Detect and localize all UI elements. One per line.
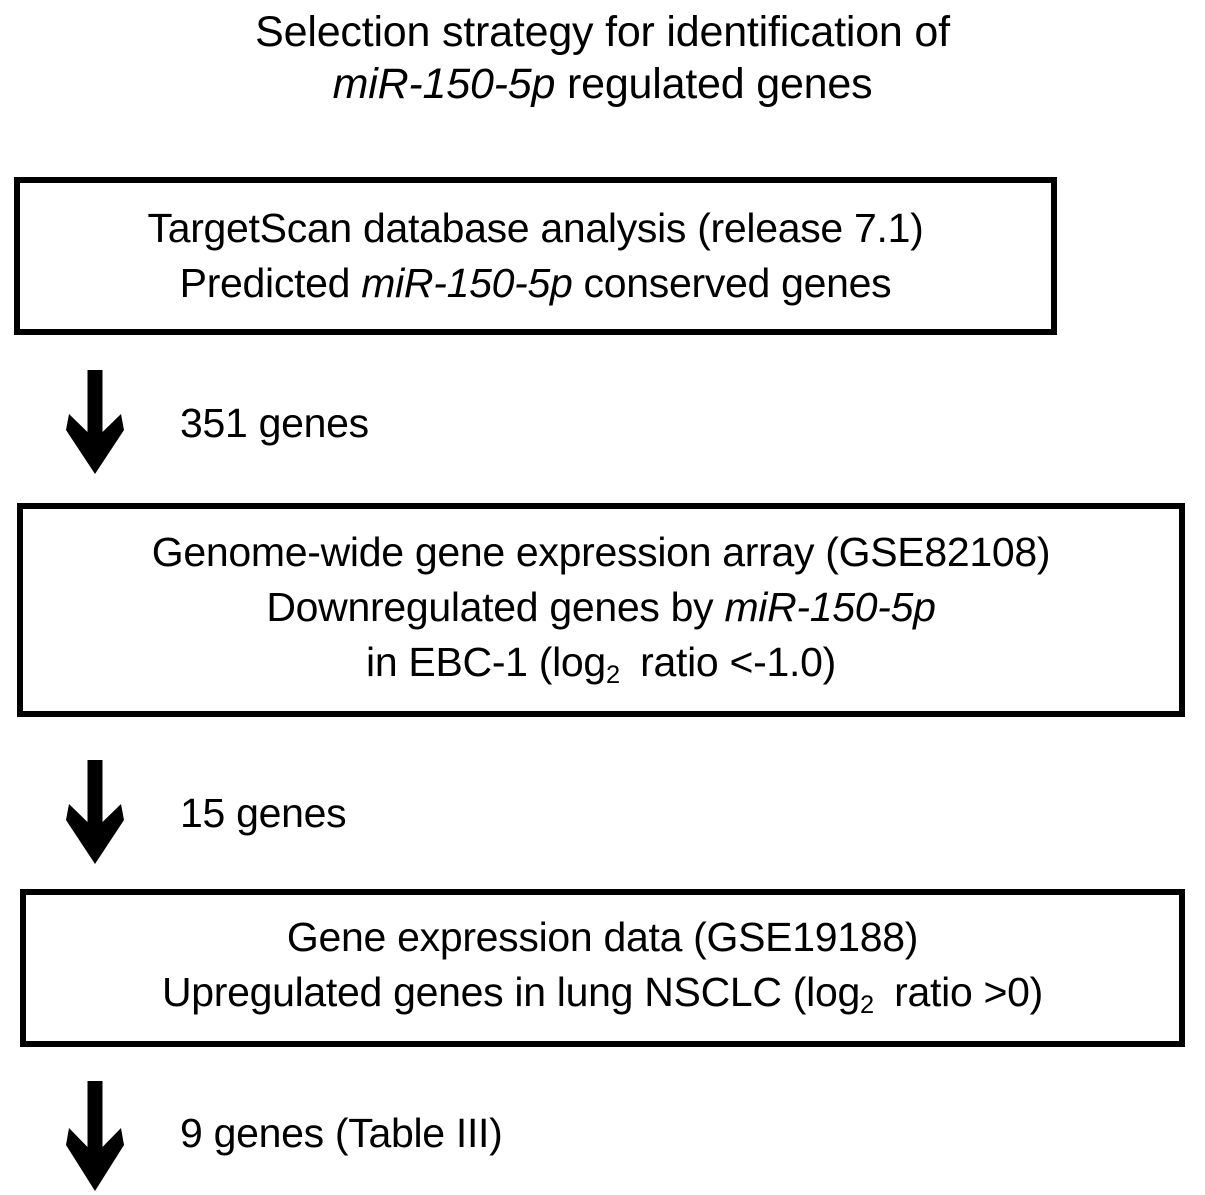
figure-title: Selection strategy for identification of… [0,6,1205,110]
gse-line-2-post: ratio >0) [883,969,1044,1015]
gse-line-2: Upregulated genes in lung NSCLC (log2 ra… [162,965,1043,1026]
array-mirna-name: miR-150-5p [724,583,936,630]
title-line-1: Selection strategy for identification of [255,8,950,56]
gse-log-subscript: 2 [859,991,875,1020]
array-line-3-pre: in EBC-1 (log [366,638,606,685]
gse-line-1: Gene expression data (GSE19188) [286,914,919,960]
array-line-1: Genome-wide gene expression array (GSE82… [151,528,1051,575]
targetscan-line-2-pre: Predicted [179,260,362,306]
arrow-label-15-genes: 15 genes [180,790,347,836]
step-box-gse19188: Gene expression data (GSE19188) Upregula… [20,889,1185,1047]
down-arrow-icon-3 [66,1081,124,1191]
down-arrow-icon-2 [66,760,124,864]
array-line-2-pre: Downregulated genes by [266,583,725,630]
targetscan-line-2: Predicted miR-150-5p conserved genes [180,256,892,311]
gse-line-2-pre: Upregulated genes in lung NSCLC (log [161,969,860,1015]
targetscan-mirna-name: miR-150-5p [361,260,573,306]
array-log-subscript: 2 [605,660,621,689]
targetscan-line-2-post: conserved genes [572,260,892,306]
title-line-2: miR-150-5p regulated genes [0,58,1205,110]
arrow-label-351-genes: 351 genes [180,400,369,446]
targetscan-line-1: TargetScan database analysis (release 7.… [147,205,924,251]
step-box-targetscan: TargetScan database analysis (release 7.… [14,177,1057,335]
step-box-expression-array: Genome-wide gene expression array (GSE82… [17,503,1185,717]
array-line-2: Downregulated genes by miR-150-5p [266,580,936,635]
title-line-2-rest: regulated genes [555,60,873,108]
title-mirna-name: miR-150-5p [332,60,556,108]
array-line-3-post: ratio <-1.0) [629,638,836,685]
arrow-label-9-genes: 9 genes (Table III) [180,1110,503,1156]
down-arrow-icon-1 [66,370,124,474]
array-line-3: in EBC-1 (log2 ratio <-1.0) [366,635,836,696]
